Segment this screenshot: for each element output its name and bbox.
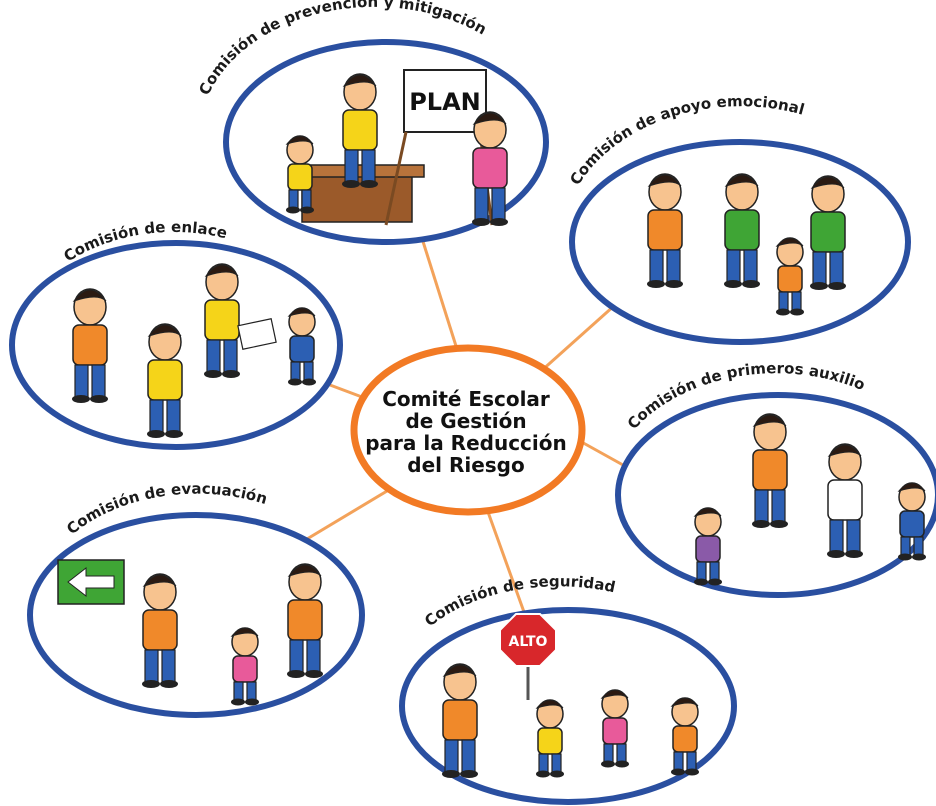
stop-sign <box>499 613 557 667</box>
connector-apoyo <box>539 303 616 374</box>
center-title-line-1: Comité Escolar <box>382 387 550 411</box>
center-title-line-4: del Riesgo <box>407 453 524 477</box>
commission-apoyo: Comisión de apoyo emocional <box>566 92 911 345</box>
connector-seguridad <box>486 511 526 613</box>
commission-seguridad: ALTO Comisión de seguridad <box>399 572 737 805</box>
sign-plan: PLAN <box>409 88 481 116</box>
commission-enlace: Comisión de enlace <box>9 218 343 450</box>
center-title-line-3: para la Reducción <box>365 431 567 455</box>
center-ring <box>350 344 586 516</box>
connector-prevencion <box>418 231 464 366</box>
scene-enlace-illustration <box>71 263 317 439</box>
center-title-line-2: de Gestión <box>405 409 526 433</box>
sign-alto: ALTO <box>509 634 548 650</box>
commission-circle <box>399 607 737 805</box>
center-node: Comité Escolar de Gestión para la Reducc… <box>350 344 586 516</box>
commission-evacuacion: Comisión de evacuación <box>27 480 365 718</box>
scene-evacuacion-illustration <box>57 559 324 707</box>
commission-prevencion: PLAN Comisión de prevención y mitigación <box>195 0 549 245</box>
scene-seguridad-illustration <box>441 613 700 779</box>
scene-prevencion-illustration <box>285 69 509 227</box>
